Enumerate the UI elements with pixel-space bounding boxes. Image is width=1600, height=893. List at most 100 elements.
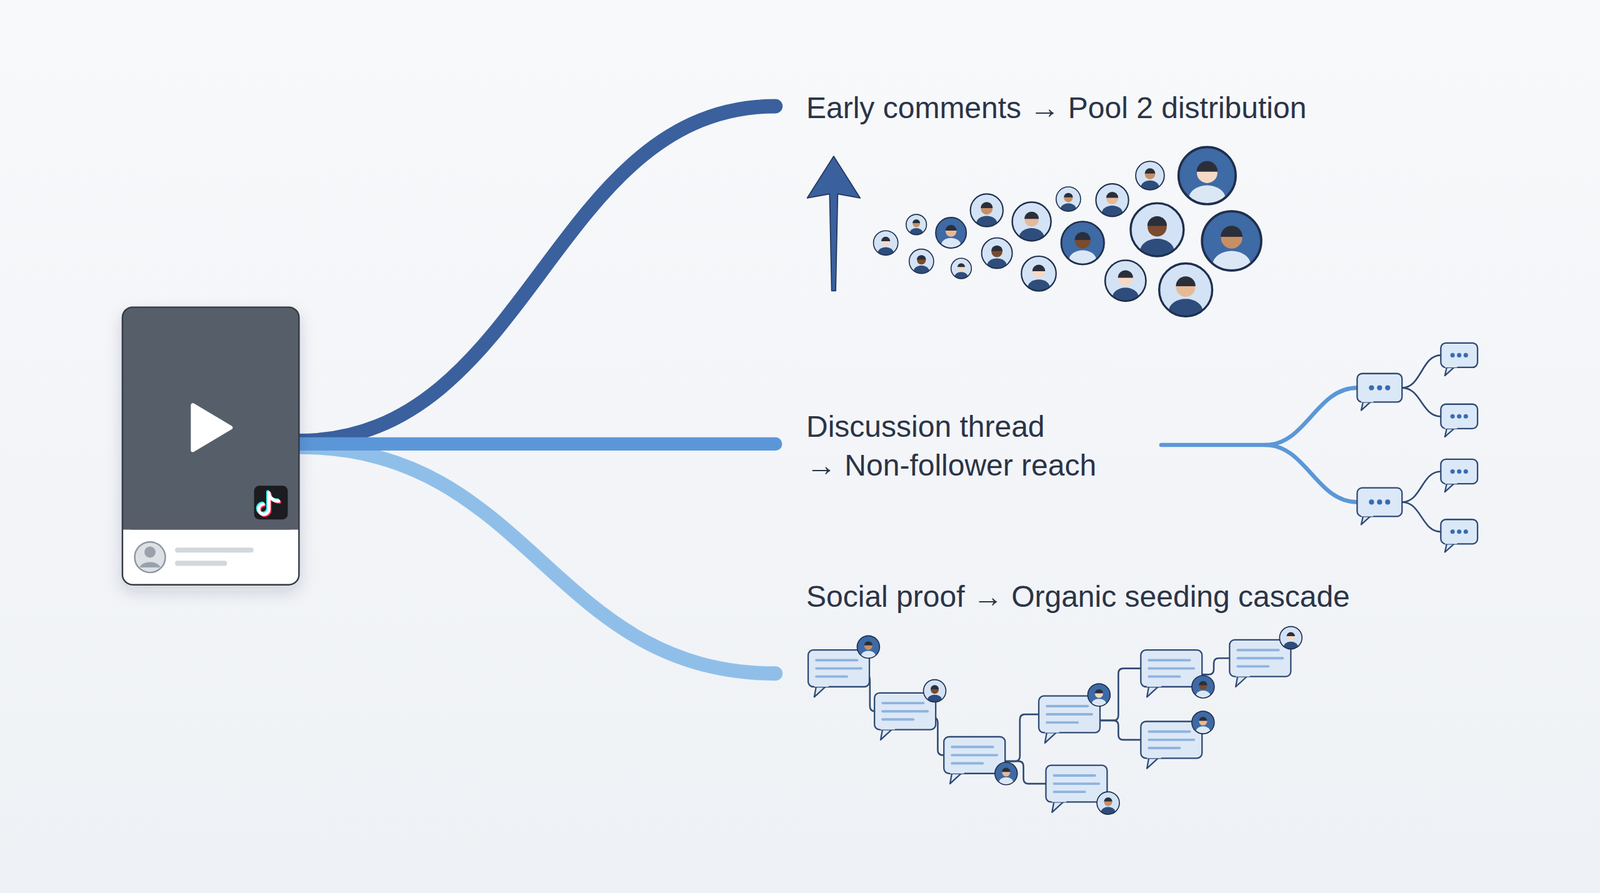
avatar-outline bbox=[1056, 186, 1081, 212]
up-arrow bbox=[806, 156, 860, 292]
bubble-join bbox=[1045, 730, 1060, 734]
text-placeholder bbox=[177, 547, 252, 553]
avatar-hair bbox=[1198, 716, 1207, 722]
avatar-outline bbox=[1095, 183, 1129, 217]
bubble-line bbox=[816, 667, 862, 670]
avatar-outline bbox=[923, 680, 947, 703]
avatar-outline bbox=[1012, 201, 1052, 241]
bubble-join bbox=[1445, 425, 1458, 429]
person-avatar bbox=[856, 635, 880, 662]
avatar-head bbox=[864, 641, 873, 650]
avatar-body bbox=[1140, 180, 1159, 194]
bubble-join bbox=[1361, 399, 1374, 403]
avatar-hair bbox=[1196, 161, 1219, 172]
bubble-line bbox=[1054, 782, 1100, 785]
person-avatar bbox=[1191, 711, 1215, 737]
person-avatar bbox=[1130, 203, 1184, 264]
chat-bubble bbox=[1440, 519, 1478, 552]
avatar-body bbox=[941, 238, 961, 253]
branch-curve bbox=[298, 106, 775, 442]
bubble-line bbox=[1148, 746, 1180, 750]
thread-branch bbox=[1401, 355, 1441, 388]
avatar-body bbox=[1091, 698, 1107, 710]
avatar-hair bbox=[1286, 632, 1295, 637]
avatar-hair bbox=[881, 236, 890, 242]
bubble-body bbox=[1440, 519, 1478, 544]
tiktok-note bbox=[268, 493, 279, 502]
person-avatar bbox=[1159, 263, 1213, 324]
avatar-outline bbox=[1178, 146, 1236, 204]
bubble-line bbox=[951, 761, 983, 765]
bubble-dot bbox=[1385, 499, 1390, 505]
person-avatar bbox=[1095, 183, 1129, 221]
bubble-body bbox=[1440, 404, 1478, 429]
chat-bubble bbox=[1356, 488, 1402, 525]
avatar-body bbox=[1195, 726, 1210, 737]
avatar-outline bbox=[981, 238, 1013, 269]
person-avatar bbox=[951, 258, 972, 282]
bubble-line bbox=[882, 701, 924, 705]
avatar-head bbox=[881, 237, 890, 247]
person-avatar bbox=[1201, 211, 1262, 279]
avatar-head bbox=[1104, 798, 1113, 807]
avatar-body bbox=[1019, 228, 1045, 247]
person-avatar bbox=[1012, 201, 1052, 246]
bubble-body bbox=[1045, 765, 1107, 803]
bubble-line bbox=[1054, 790, 1085, 794]
bubble-line bbox=[1237, 656, 1283, 660]
person-avatar bbox=[873, 230, 899, 259]
avatar-body bbox=[1101, 205, 1123, 221]
bubble-dot bbox=[1463, 529, 1469, 534]
avatar-body bbox=[1212, 251, 1251, 279]
bubble-line bbox=[1148, 675, 1180, 679]
decorations bbox=[808, 146, 1478, 817]
bubble-line bbox=[1046, 721, 1078, 724]
avatar-head bbox=[1198, 681, 1207, 690]
person-avatar bbox=[1191, 675, 1215, 702]
avatar-hair bbox=[1001, 768, 1010, 773]
avatar-body bbox=[910, 228, 924, 238]
thread-line bbox=[1161, 388, 1357, 445]
avatar-outline bbox=[1191, 711, 1215, 734]
person-avatar bbox=[906, 214, 927, 238]
avatar-body bbox=[1060, 203, 1077, 215]
avatar-hair bbox=[864, 641, 873, 646]
avatar-outline bbox=[856, 635, 880, 659]
bubble-dot bbox=[1376, 499, 1382, 505]
profile-avatar bbox=[140, 561, 161, 568]
chat-bubble bbox=[1440, 459, 1478, 492]
profile-avatar bbox=[144, 546, 156, 559]
avatar-head bbox=[1063, 193, 1073, 203]
avatar-head bbox=[1286, 632, 1295, 641]
bubble-dot bbox=[1463, 414, 1469, 419]
avatar-body bbox=[927, 695, 942, 706]
bubble-body bbox=[808, 650, 870, 687]
avatar-outline bbox=[1191, 675, 1215, 699]
avatar-outline bbox=[1279, 626, 1302, 650]
bubble-dot bbox=[1463, 353, 1469, 358]
avatar-hair bbox=[1024, 211, 1039, 219]
chat-bubble bbox=[1440, 404, 1478, 437]
avatar-outline bbox=[1021, 256, 1057, 292]
avatar-outline bbox=[1201, 211, 1262, 271]
avatar-outline bbox=[1087, 683, 1110, 707]
person-avatar bbox=[1096, 791, 1120, 818]
bubble-join bbox=[1361, 513, 1374, 517]
bubble-join bbox=[814, 683, 829, 687]
avatar-body bbox=[986, 258, 1007, 273]
avatar-hair bbox=[1095, 689, 1104, 694]
branch-label: Early comments → Pool 2 distribution bbox=[806, 88, 1307, 128]
bubble-join bbox=[1445, 541, 1458, 545]
avatar-hair bbox=[980, 201, 993, 209]
bubble-join bbox=[1146, 755, 1162, 759]
person-avatar bbox=[1061, 221, 1105, 270]
person-avatar bbox=[970, 193, 1004, 231]
avatar-hair bbox=[1147, 216, 1167, 227]
person-avatar bbox=[1056, 186, 1081, 215]
bubble-join bbox=[1235, 673, 1250, 677]
person-avatar bbox=[1135, 161, 1165, 194]
bubble-line bbox=[816, 659, 857, 662]
bubble-dot bbox=[1450, 529, 1455, 534]
bubble-line bbox=[1148, 738, 1194, 742]
